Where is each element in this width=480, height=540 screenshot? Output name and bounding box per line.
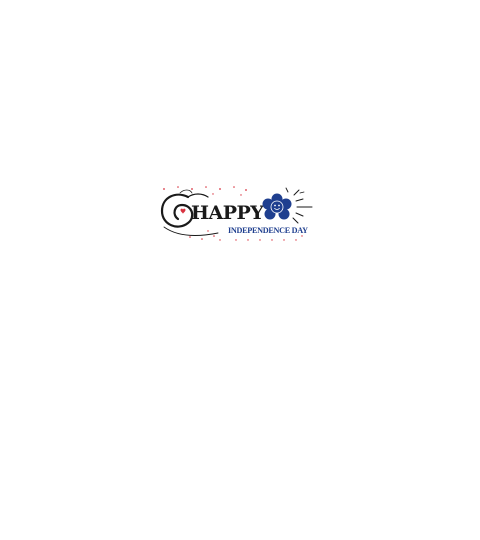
heart-icon <box>180 208 186 214</box>
flourish-swirl <box>160 189 219 236</box>
logo-svg: HAPPY INDEPENDENCE DAY <box>160 186 313 241</box>
star-dots-top <box>163 186 247 196</box>
subline-text: INDEPENDENCE DAY <box>228 226 308 235</box>
burst-lines <box>285 187 313 224</box>
star-dots-bottom <box>189 230 303 241</box>
smiley-flower-icon <box>262 193 292 220</box>
headline-text: HAPPY <box>191 202 264 224</box>
independence-day-logo: HAPPY INDEPENDENCE DAY <box>158 183 318 243</box>
